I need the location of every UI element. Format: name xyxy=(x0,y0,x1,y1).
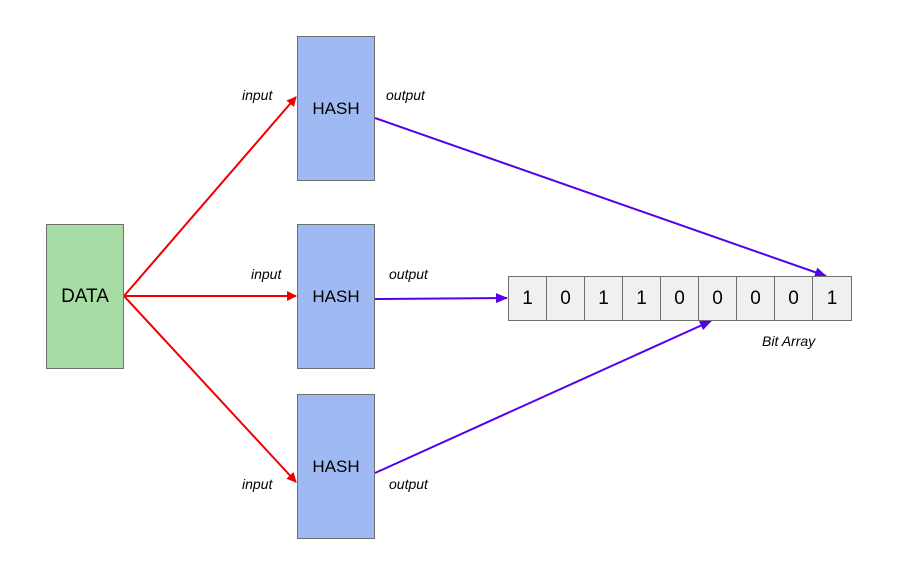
hash-block-bottom: HASH xyxy=(297,394,375,539)
bit-cell: 1 xyxy=(826,287,838,309)
bit-array: 1 0 1 1 0 0 0 0 1 xyxy=(508,276,852,321)
bit-cell: 1 xyxy=(623,277,661,320)
output-label-bottom: output xyxy=(389,476,428,492)
bit-array-label: Bit Array xyxy=(762,333,816,349)
input-arrow-bot xyxy=(123,295,297,483)
bit-cell: 0 xyxy=(661,277,699,320)
bit-cell: 1 xyxy=(585,277,623,320)
output-arrow-bot xyxy=(374,320,712,474)
bit-cell: 1 xyxy=(509,277,547,320)
hash-label: HASH xyxy=(312,286,360,306)
output-label-top: output xyxy=(386,87,425,103)
hash-label: HASH xyxy=(312,456,360,476)
input-arrow-top xyxy=(123,96,297,297)
input-label-bottom: input xyxy=(242,476,273,492)
output-arrow-mid xyxy=(374,293,508,304)
bit-cell: 0 xyxy=(699,277,737,320)
output-label-middle: output xyxy=(389,266,428,282)
output-arrow-top xyxy=(374,117,827,278)
hash-label: HASH xyxy=(312,98,360,118)
data-block: DATA xyxy=(46,224,124,369)
hash-block-middle: HASH xyxy=(297,224,375,369)
input-label-middle: input xyxy=(251,266,282,282)
hash-block-top: HASH xyxy=(297,36,375,181)
data-label: DATA xyxy=(61,285,109,307)
bit-cell: 0 xyxy=(547,277,585,320)
bit-cell: 0 xyxy=(775,277,813,320)
bit-cell: 0 xyxy=(737,277,775,320)
input-label-top: input xyxy=(242,87,273,103)
